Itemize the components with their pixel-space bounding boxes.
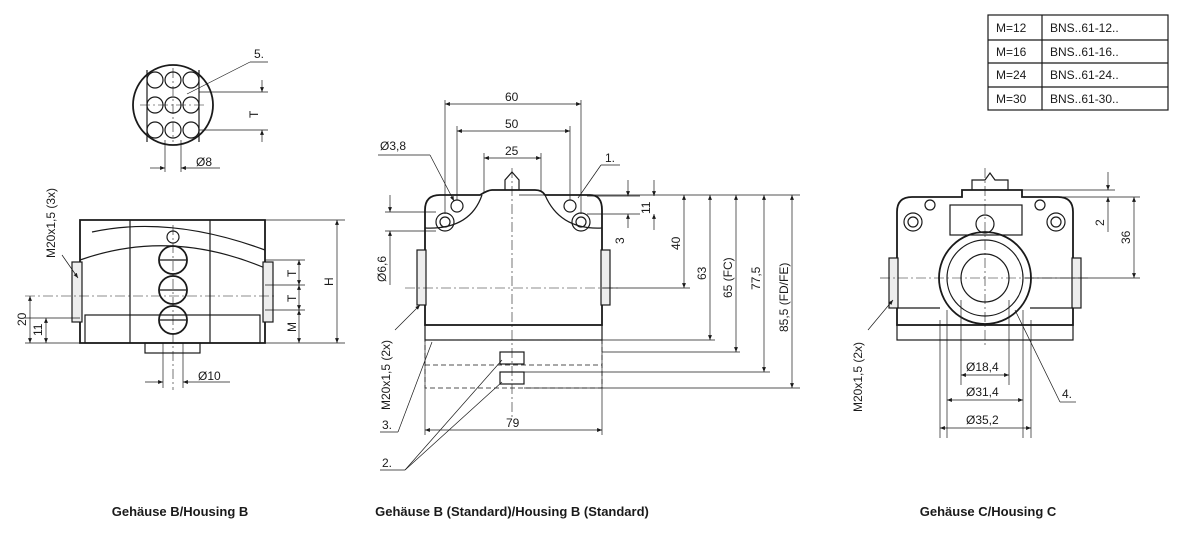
dim-dia-6-6: Ø6,6 — [375, 256, 389, 282]
dim-25: 25 — [505, 144, 519, 158]
table-cell-code: BNS..61-24.. — [1050, 68, 1119, 82]
dim-63: 63 — [695, 266, 709, 280]
callout-5: 5. — [254, 47, 264, 61]
dim-50: 50 — [505, 117, 519, 131]
caption-housing-c: Gehäuse C/Housing C — [920, 504, 1057, 519]
dim-t2: T — [285, 294, 299, 302]
dim-3: 3 — [613, 237, 627, 244]
table-cell-m: M=30 — [996, 92, 1027, 106]
table-cell-code: BNS..61-30.. — [1050, 92, 1119, 106]
table-cell-m: M=12 — [996, 21, 1027, 35]
caption-housing-b-standard: Gehäuse B (Standard)/Housing B (Standard… — [375, 504, 649, 519]
dim-11: 11 — [31, 323, 45, 336]
dim-thread-2x: M20x1,5 (2x) — [851, 342, 865, 412]
callout-4: 4. — [1062, 387, 1072, 401]
dim-40: 40 — [669, 236, 683, 250]
dim-36: 36 — [1119, 230, 1133, 244]
table-cell-m: M=24 — [996, 68, 1027, 82]
dim-dia-3-8: Ø3,8 — [380, 139, 406, 153]
dim-dia-31-4: Ø31,4 — [966, 385, 999, 399]
dim-77-5: 77,5 — [749, 266, 763, 290]
dim-dia-35-2: Ø35,2 — [966, 413, 999, 427]
housing-b-standard-view: 60 50 25 Ø3,8 1. Ø6,6 3 11 — [375, 90, 800, 471]
table-cell-code: BNS..61-12.. — [1050, 21, 1119, 35]
dim-79: 79 — [506, 416, 520, 430]
dim-thread-3x: M20x1,5 (3x) — [44, 188, 58, 258]
callout-1: 1. — [605, 151, 615, 165]
housing-c-view: 2 36 M20x1,5 (2x) Ø18,4 Ø31,4 Ø35,2 4. — [851, 168, 1140, 438]
dim-60: 60 — [505, 90, 519, 104]
table-cell-code: BNS..61-16.. — [1050, 45, 1119, 59]
dim-65-fc: 65 (FC) — [721, 257, 735, 298]
dim-t-top: T — [247, 110, 261, 118]
variant-table: M=12 BNS..61-12.. M=16 BNS..61-16.. M=24… — [987, 14, 1169, 111]
housing-b-view: Ø8 T 5. — [15, 47, 345, 390]
dim-t1: T — [285, 269, 299, 277]
dim-m: M — [285, 322, 299, 332]
dim-2: 2 — [1093, 219, 1107, 226]
dim-85-5-fd-fe: 85,5 (FD/FE) — [777, 263, 791, 332]
dim-h: H — [322, 277, 336, 286]
dim-11: 11 — [639, 201, 653, 214]
table-cell-m: M=16 — [996, 45, 1027, 59]
caption-housing-b: Gehäuse B/Housing B — [112, 504, 249, 519]
dim-dia-8: Ø8 — [196, 155, 212, 169]
dim-dia-10: Ø10 — [198, 369, 221, 383]
callout-3: 3. — [382, 418, 392, 432]
dim-20: 20 — [15, 312, 29, 326]
dim-dia-18-4: Ø18,4 — [966, 360, 999, 374]
plunger-top-detail: Ø8 T 5. — [132, 47, 268, 172]
callout-2: 2. — [382, 456, 392, 470]
dim-thread-2x: M20x1,5 (2x) — [379, 340, 393, 410]
